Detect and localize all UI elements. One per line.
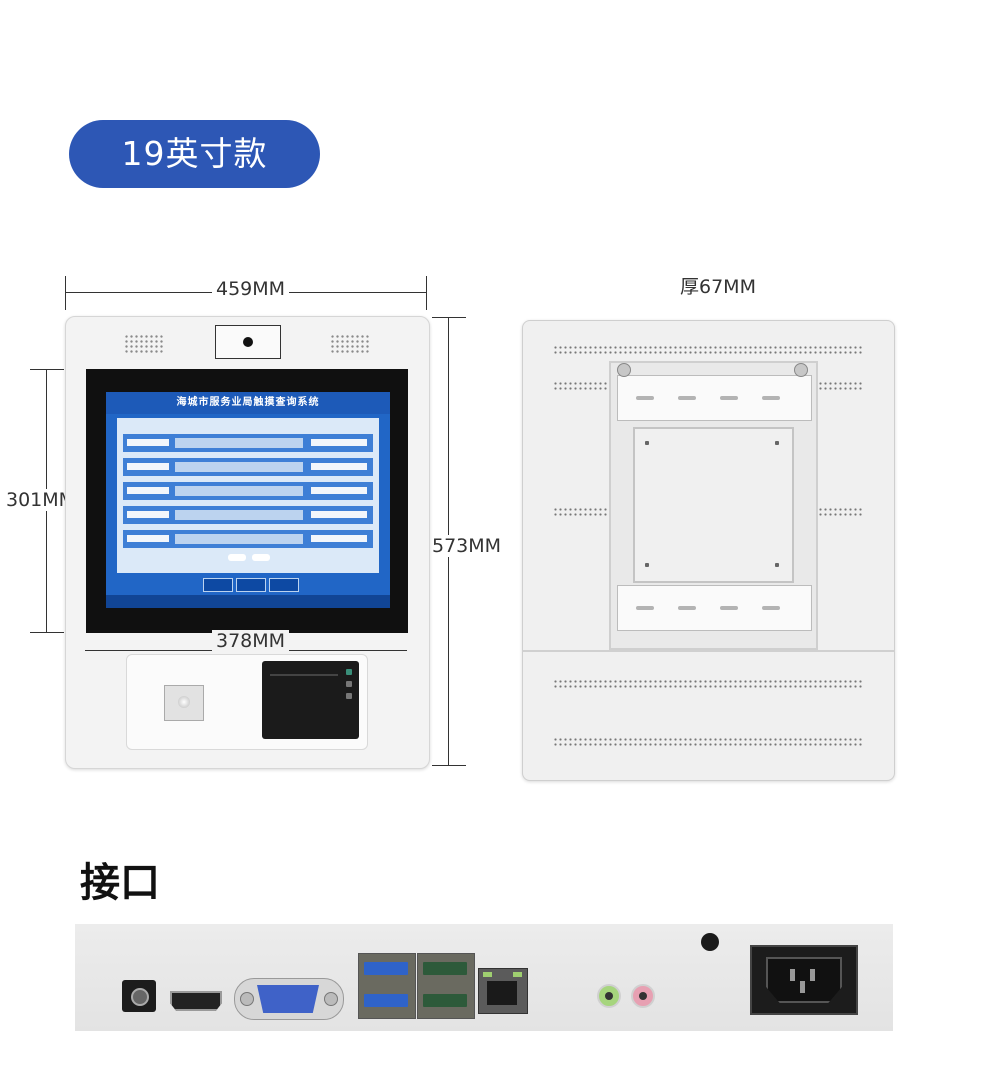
vent-row [553,737,863,747]
mic-in-jack [631,984,655,1008]
printer-led [346,681,352,687]
vga-screw [240,992,254,1006]
usb2-port [423,962,467,975]
power-button [701,933,719,951]
screen-list-row [123,506,373,524]
dim-tick-screen-top [30,369,64,370]
screen-nav-button [236,578,266,592]
usb2-port [423,994,467,1007]
vesa-mounting-bracket [609,361,818,650]
screen-list-row [123,530,373,548]
dim-tick-top [432,317,466,318]
screen-list-row [123,434,373,452]
screen-footer-bar [106,595,390,608]
camera-housing [215,325,281,359]
thickness-label: 厚67MM [676,272,760,299]
bracket-rail-bottom [617,585,812,631]
bracket-screw [794,363,808,377]
screen-height-label: 301MM [2,489,80,511]
housing-seam [523,650,894,652]
touch-screen: 海城市服务业局触摸查询系统 [106,392,390,608]
display-bezel: 海城市服务业局触摸查询系统 [86,369,408,633]
screen-title: 海城市服务业局触摸查询系统 [106,392,390,414]
dim-tick-left [65,276,66,310]
ports-section-title: 接口 [80,860,160,906]
screen-nav-button [203,578,233,592]
ethernet-socket [487,981,517,1005]
printer-paper-slot [270,674,338,676]
dim-tick-bottom [432,765,466,766]
vga-connector [257,985,319,1013]
receipt-printer [262,661,359,739]
usb2-ports [417,953,475,1019]
kiosk-front-view: 海城市服务业局触摸查询系统 [65,316,430,769]
printer-led [346,693,352,699]
screen-list-row [123,458,373,476]
hdmi-port [170,991,222,1011]
dim-tick-right [426,276,427,310]
speaker-grille-left [124,334,164,354]
dim-tick-screen-bottom [30,632,64,633]
camera-lens [243,337,253,347]
printer-led [346,669,352,675]
vga-screw [324,992,338,1006]
screen-nav-button [269,578,299,592]
usb3-port [364,962,408,975]
usb3-port [364,994,408,1007]
vent-row [553,679,863,689]
screen-page-button [228,554,246,561]
usb3-ports [358,953,416,1019]
bracket-rail-top [617,375,812,421]
audio-out-jack [597,984,621,1008]
ac-power-socket [750,945,858,1015]
io-port-panel [75,924,893,1031]
kiosk-back-view [522,320,895,781]
bracket-center-plate [633,427,794,583]
ac-socket-inner [766,957,842,1003]
scanner-window [164,685,204,721]
screen-page-button [252,554,270,561]
width-label: 459MM [212,278,290,300]
model-size-badge: 19英寸款 [69,120,320,188]
vent-row [553,345,863,355]
vga-port [234,978,344,1020]
screen-width-label: 378MM [212,630,290,652]
height-label: 573MM [428,535,506,557]
speaker-grille-right [330,334,370,354]
screen-list-row [123,482,373,500]
bracket-screw [617,363,631,377]
ethernet-port [478,968,528,1014]
screen-content-panel [117,418,379,573]
dc-power-jack [122,980,156,1012]
peripheral-panel [126,654,368,750]
